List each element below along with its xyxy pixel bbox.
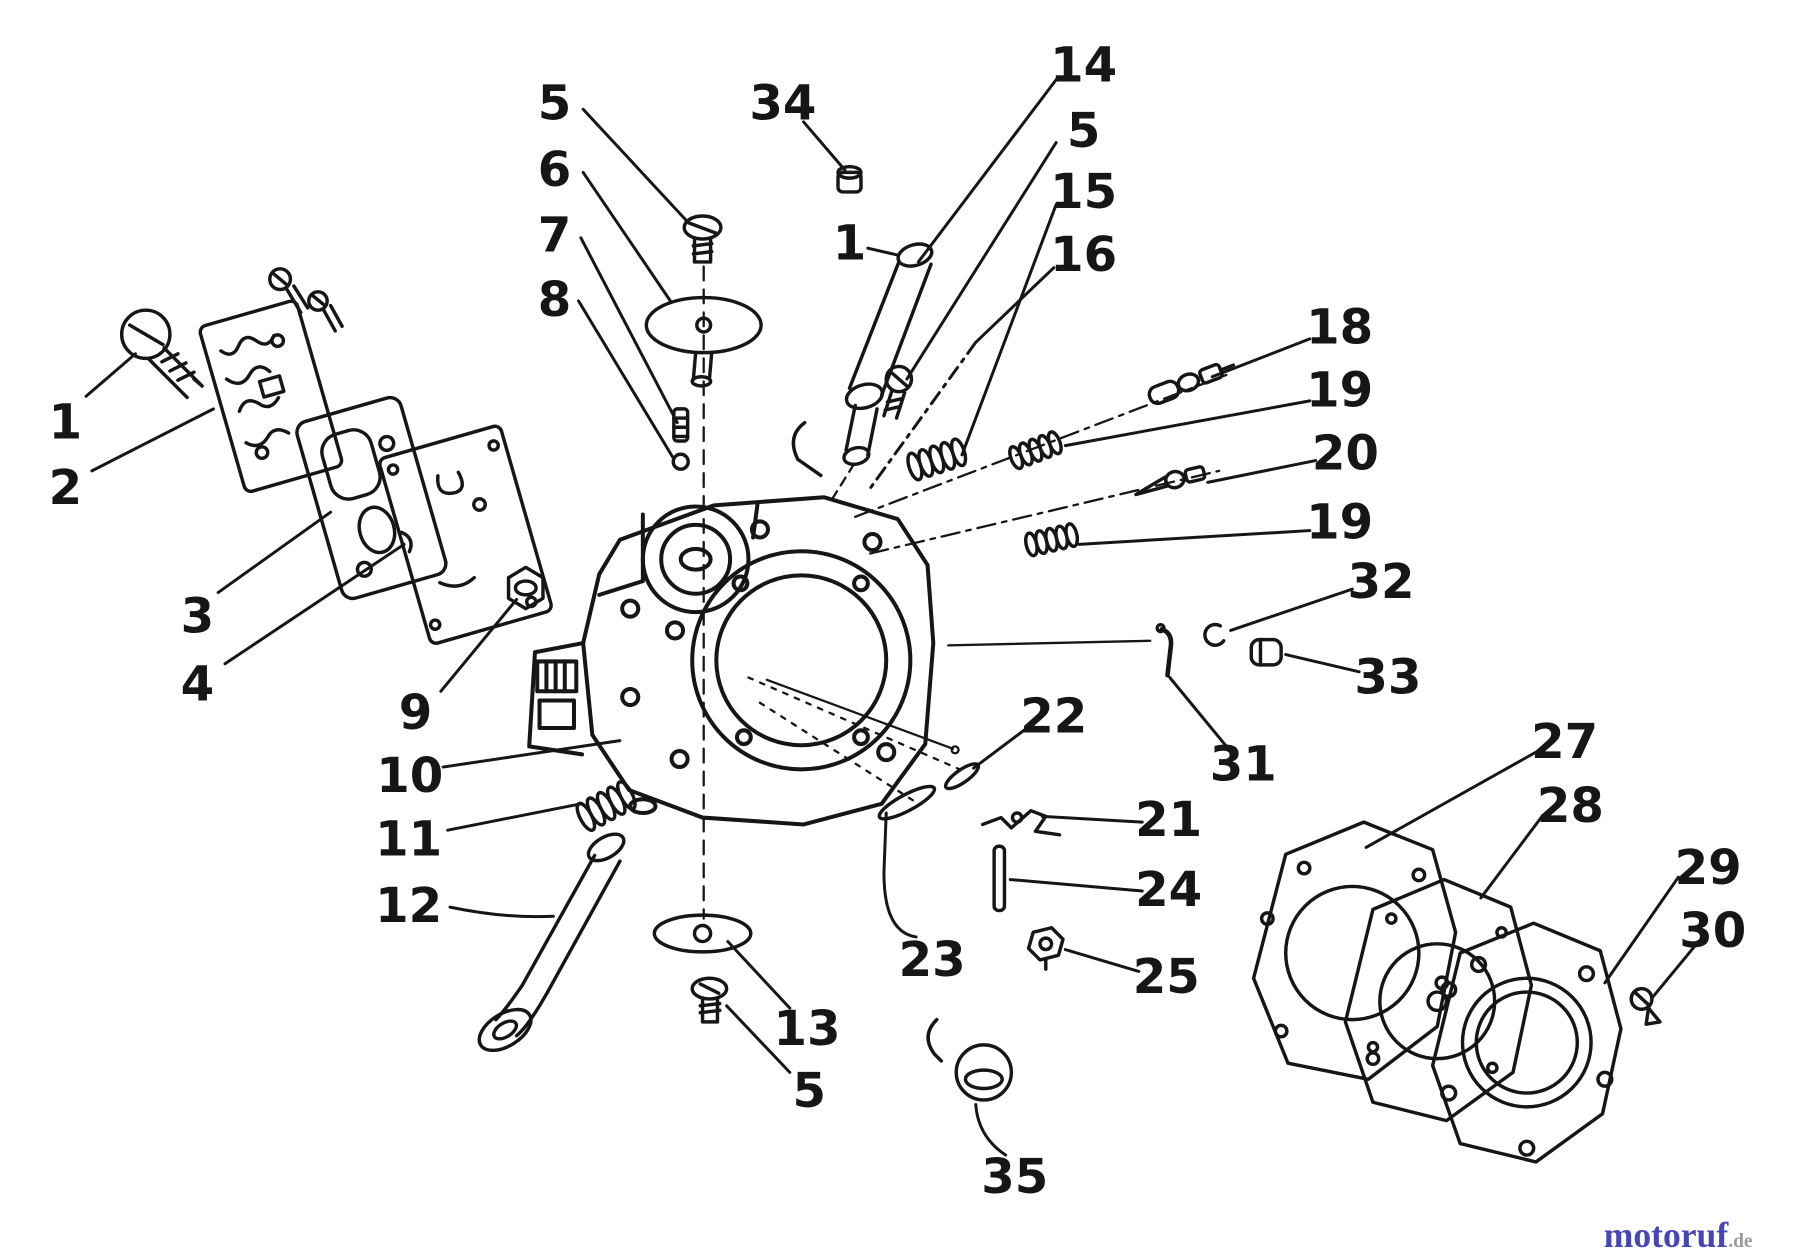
rod-part-7 [672, 407, 690, 443]
callout-label-19: 19 [1306, 495, 1373, 551]
pump-cover-screws [268, 267, 344, 333]
cap-part-35 [926, 1017, 1014, 1102]
callout-label-20: 20 [1312, 426, 1379, 482]
screw-part-25 [1026, 926, 1065, 971]
inner-dashdot-lines [747, 676, 961, 805]
assembly-line-right [947, 639, 1152, 647]
callout-label-30: 30 [1679, 903, 1746, 959]
callout-label-1: 1 [49, 395, 83, 451]
callout-label-34: 34 [749, 76, 816, 132]
callout-label-23: 23 [899, 932, 966, 988]
screw-part-1 [119, 308, 204, 400]
callout-label-14: 14 [1050, 38, 1117, 94]
plug-part-34 [836, 164, 863, 194]
spring-part-11 [575, 780, 637, 833]
callout-label-21: 21 [1135, 792, 1202, 848]
needle-valve-part-18 [1147, 362, 1236, 406]
callout-label-2: 2 [49, 460, 83, 516]
callout-label-5: 5 [538, 76, 572, 132]
watermark-suffix: .de [1728, 1231, 1753, 1252]
callout-label-19: 19 [1306, 363, 1373, 419]
screw-part-5-right [882, 364, 914, 420]
ball-part-8 [671, 452, 690, 471]
pin-plate-part-23 [877, 784, 937, 821]
carburetor-body [527, 495, 936, 827]
callout-label-35: 35 [981, 1149, 1048, 1205]
callout-label-22: 22 [1020, 689, 1087, 745]
callout-label-7: 7 [538, 208, 572, 264]
spring-part-15 [906, 437, 968, 482]
needle-axis-lines [854, 372, 1232, 555]
callout-label-9: 9 [399, 685, 433, 741]
watermark-brand: motoruf [1604, 1215, 1730, 1254]
diaphragm-part-28 [1343, 877, 1534, 1123]
callout-label-1: 1 [833, 216, 867, 272]
callout-label-32: 32 [1347, 554, 1414, 610]
callout-label-5: 5 [793, 1063, 827, 1119]
callout-label-24: 24 [1135, 862, 1202, 918]
callout-label-27: 27 [1531, 714, 1598, 770]
callout-label-11: 11 [375, 811, 442, 867]
disc-part-13 [652, 913, 753, 954]
ring-part-32 [1203, 622, 1226, 647]
callout-label-15: 15 [1050, 164, 1117, 220]
callout-label-12: 12 [375, 878, 442, 934]
callout-label-16: 16 [1050, 227, 1117, 283]
gasket-part-3 [295, 395, 448, 601]
screw-part-30 [1629, 986, 1662, 1026]
screw-part-5-top [682, 214, 723, 264]
callout-label-10: 10 [376, 748, 443, 804]
spring-part-19b [1024, 522, 1080, 558]
needle-valve-part-20 [1134, 465, 1207, 497]
callout-layer: 1234567834114515161819201932339101112223… [49, 38, 1747, 1205]
spring-part-19a [1008, 430, 1063, 471]
watermark: motoruf.de [1604, 1215, 1753, 1254]
pin-part-31 [1155, 622, 1174, 678]
callout-label-8: 8 [538, 272, 572, 328]
callout-label-5: 5 [1067, 103, 1101, 159]
callout-label-31: 31 [1210, 737, 1277, 793]
nut-part-9 [506, 565, 545, 611]
tube-part-12 [477, 832, 626, 1053]
pump-body-part-2 [198, 299, 344, 494]
gasket-part-27 [1251, 820, 1458, 1082]
bushing-part-33 [1249, 637, 1283, 667]
callout-label-29: 29 [1675, 840, 1742, 896]
cover-part-29 [1430, 921, 1623, 1164]
callout-label-13: 13 [773, 1001, 840, 1057]
callout-label-4: 4 [181, 656, 215, 712]
callout-label-25: 25 [1133, 949, 1200, 1005]
pin-part-24 [992, 844, 1007, 913]
leader-lines [84, 76, 1699, 1157]
lever-part-21 [980, 808, 1062, 837]
callout-label-33: 33 [1354, 650, 1421, 706]
callout-label-28: 28 [1537, 778, 1604, 834]
callout-label-6: 6 [538, 142, 572, 198]
callout-label-3: 3 [181, 589, 215, 645]
screw-part-5-bottom [690, 976, 729, 1024]
callout-label-18: 18 [1306, 299, 1373, 355]
